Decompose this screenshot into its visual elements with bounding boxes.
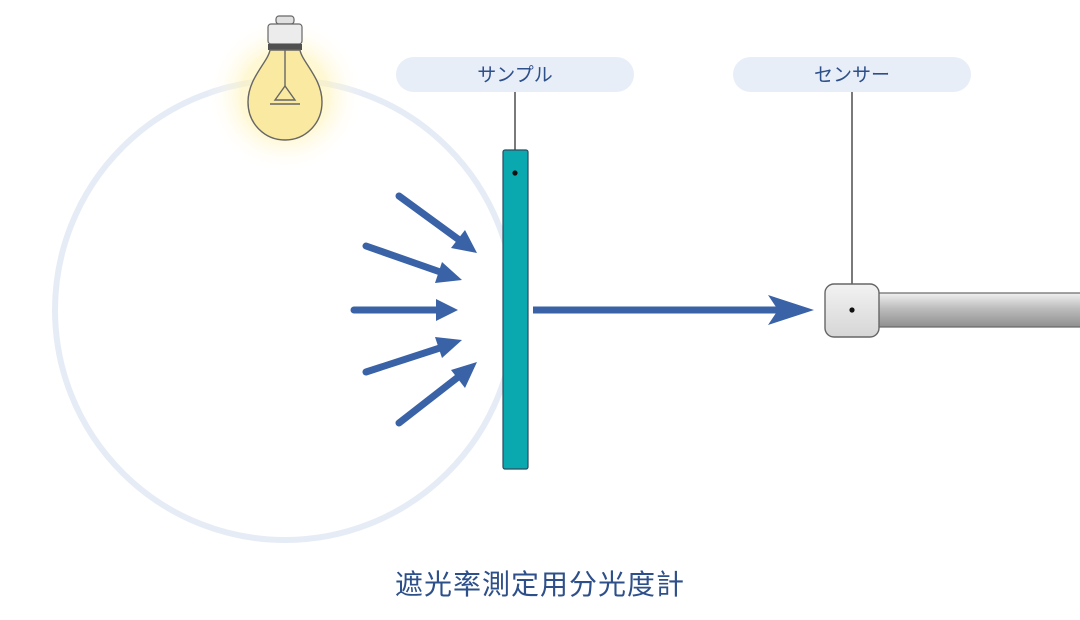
incident-arrow	[362, 242, 462, 283]
incident-arrow	[395, 362, 477, 427]
diagram-caption: 遮光率測定用分光度計	[395, 568, 685, 601]
sensor-label-text: センサー	[814, 64, 890, 86]
sensor-label: センサー	[733, 57, 971, 92]
incident-arrow	[395, 192, 477, 253]
light-bulb-icon	[207, 15, 363, 173]
sensor	[824, 283, 1080, 338]
sample-plate	[502, 149, 529, 470]
incident-light-arrows	[350, 192, 477, 427]
sensor-rod	[875, 292, 1080, 328]
incident-arrow	[350, 299, 458, 321]
transmitted-light-arrow	[533, 295, 814, 325]
incident-arrow	[362, 337, 462, 376]
sensor-marker-dot	[849, 307, 855, 313]
sample-marker-dot	[512, 170, 518, 176]
sample-label: サンプル	[396, 57, 634, 92]
sample-label-text: サンプル	[477, 64, 552, 86]
